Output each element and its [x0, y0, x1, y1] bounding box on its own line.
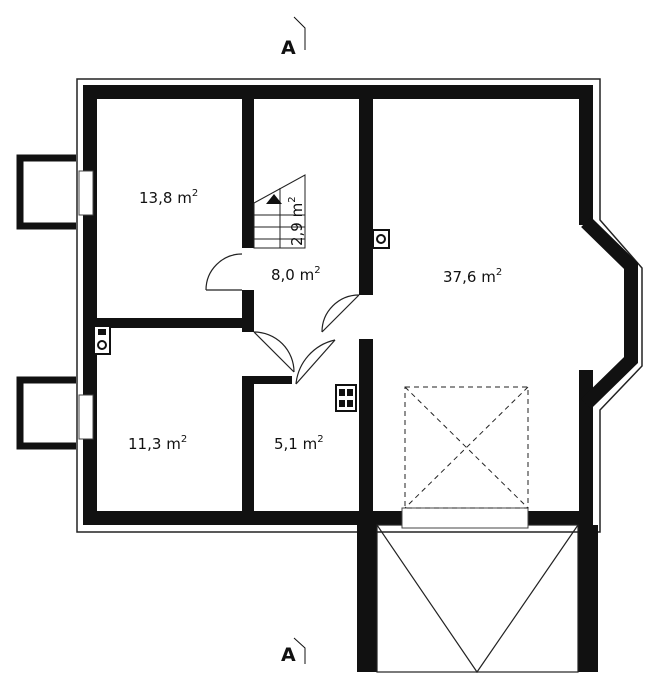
room-label-13: 13,8 m2 — [139, 188, 198, 207]
window-openings — [78, 170, 529, 529]
stairs-area-label: 2,9 m2 — [287, 196, 306, 246]
door-swings — [205, 253, 360, 385]
skylight — [404, 386, 529, 509]
stairs — [253, 174, 306, 249]
building-outline — [76, 78, 643, 533]
room-label-5: 5,1 m2 — [274, 434, 324, 453]
vent-icon — [93, 325, 111, 355]
garage-walls — [357, 511, 598, 672]
interior-walls — [83, 85, 373, 525]
room-label-37: 37,6 m2 — [443, 267, 502, 286]
section-marker-bottom: A — [281, 637, 306, 666]
garage-door-symbol — [376, 524, 579, 674]
section-letter-top: A — [281, 37, 296, 59]
section-letter-bottom: A — [281, 644, 296, 666]
window-bays — [16, 154, 76, 450]
section-marker-top: A — [281, 16, 306, 59]
room-label-11: 11,3 m2 — [128, 434, 187, 453]
stairs-arrow-icon — [266, 194, 282, 204]
duct-icon — [335, 384, 357, 412]
room-label-8: 8,0 m2 — [271, 265, 321, 284]
outer-walls — [83, 85, 593, 525]
bay-wall — [581, 216, 638, 410]
chimney-icon — [372, 229, 390, 249]
